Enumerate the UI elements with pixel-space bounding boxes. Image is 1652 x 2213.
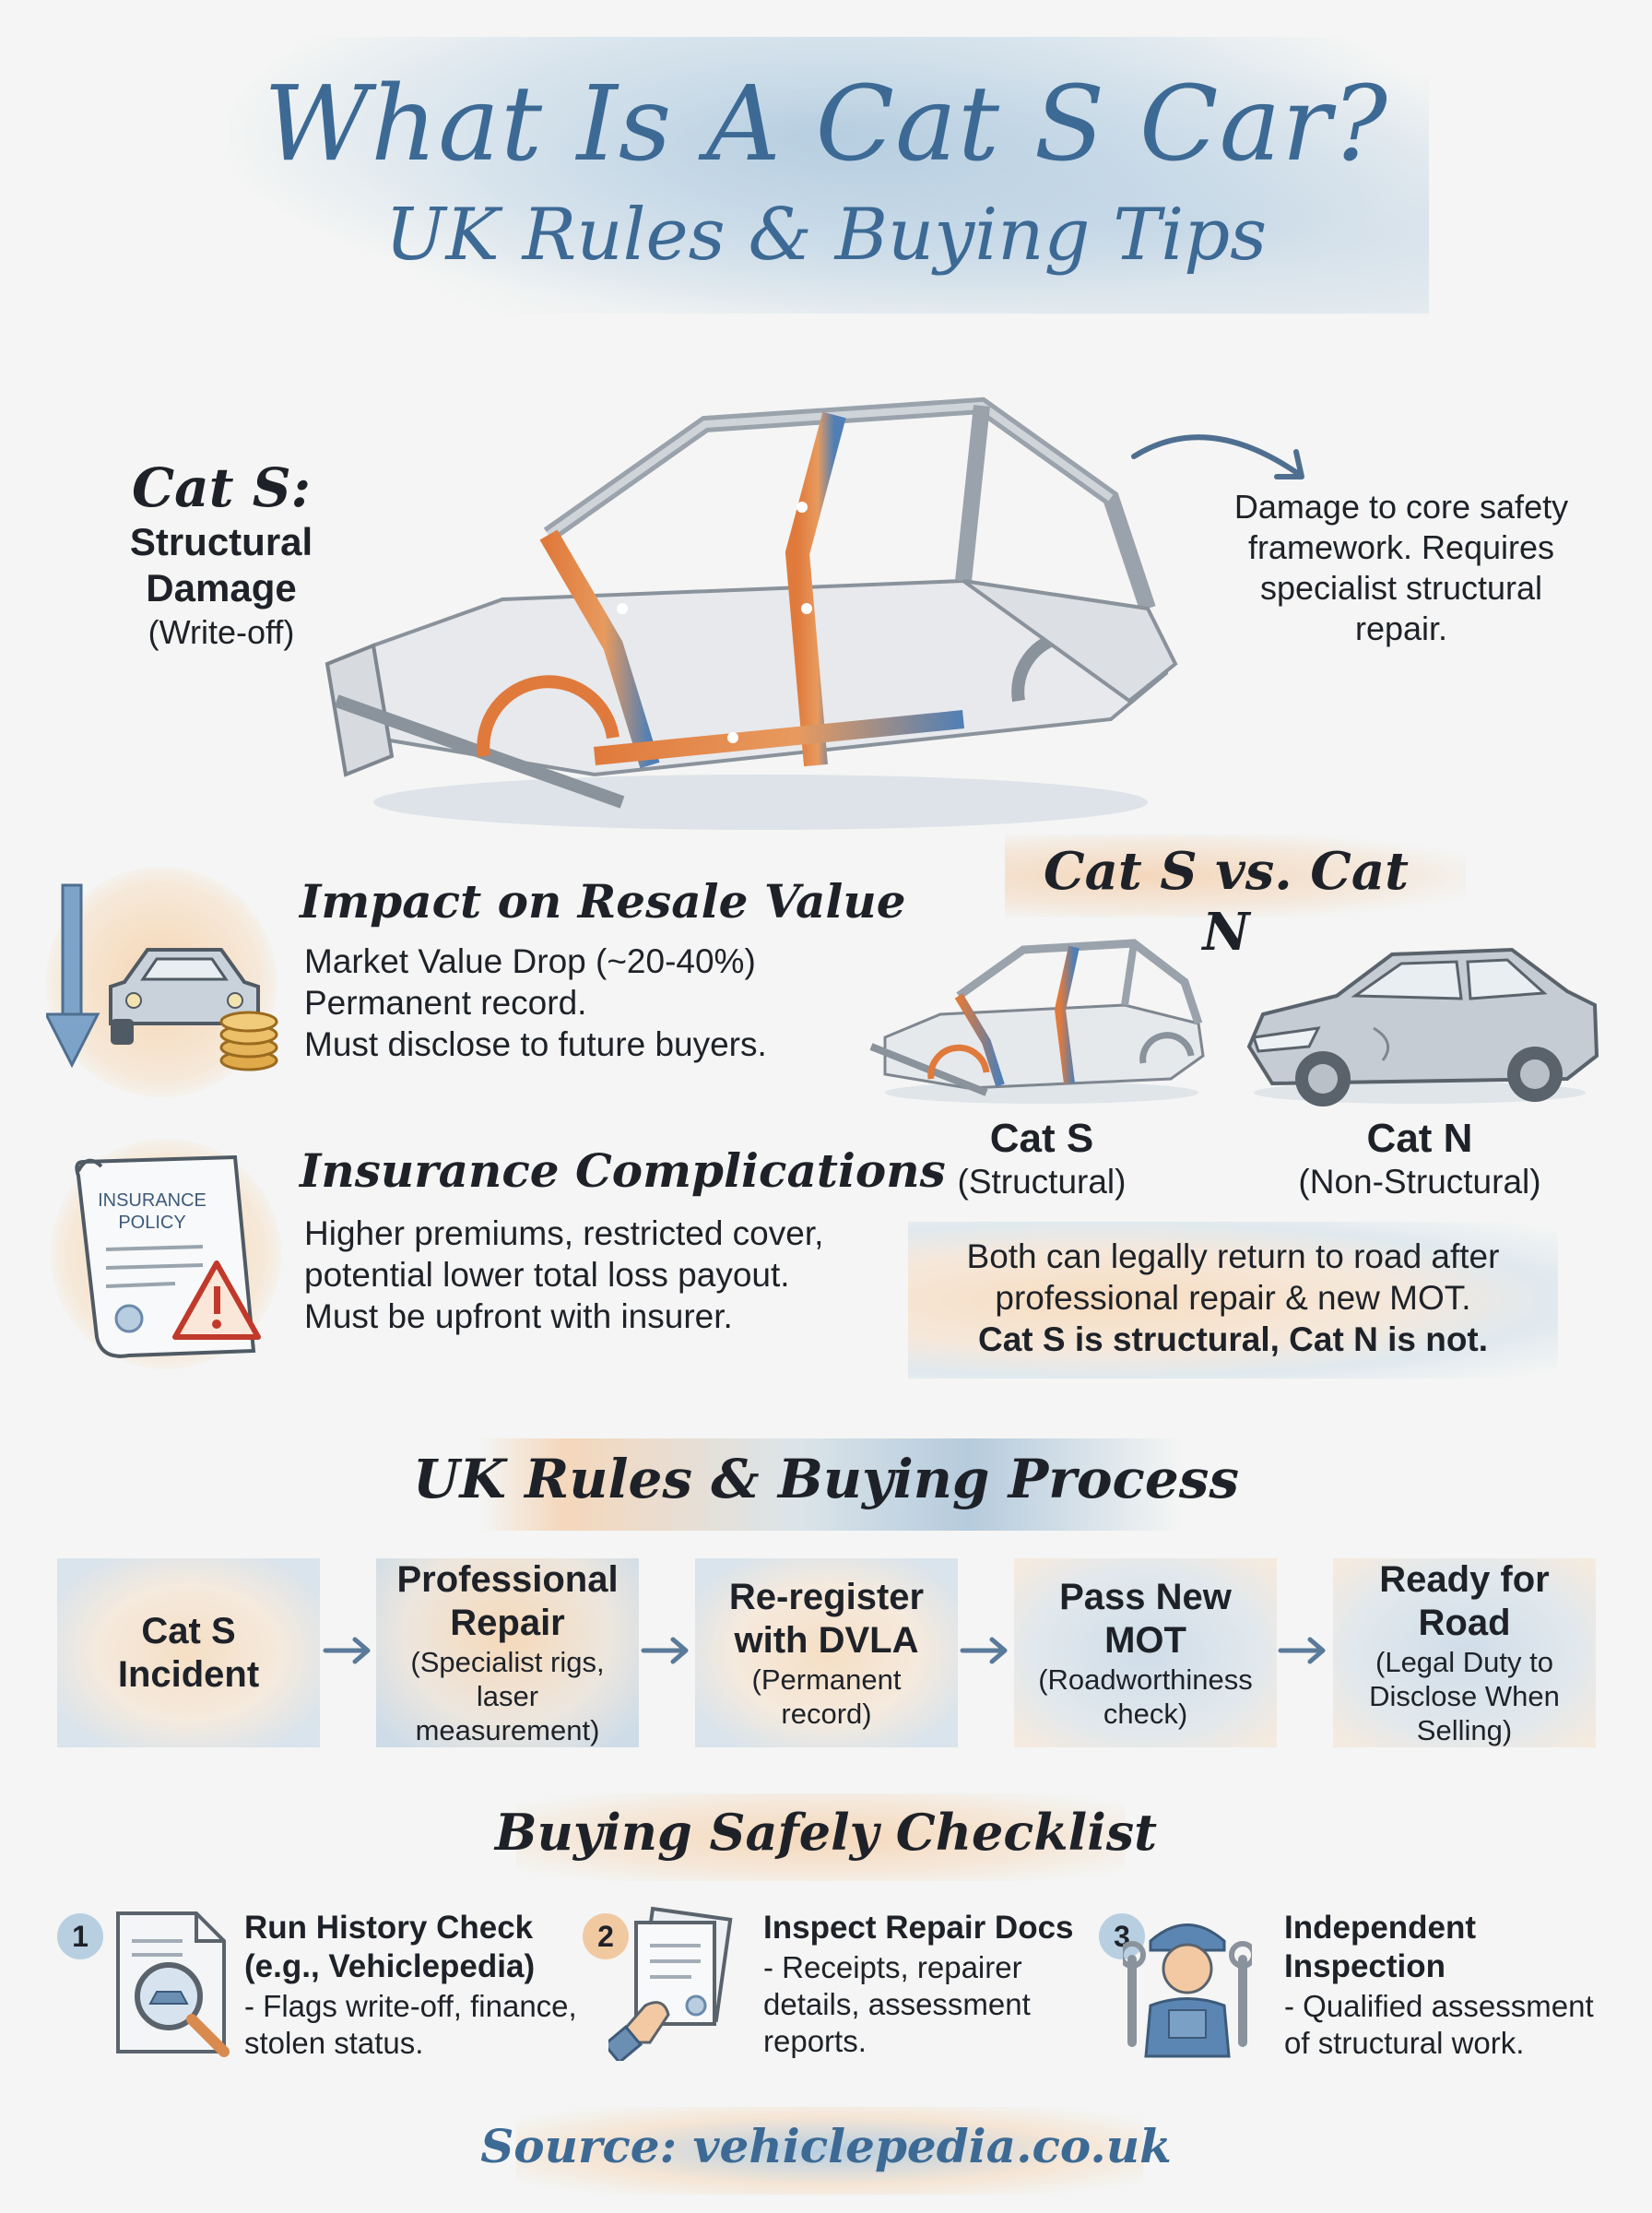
arrow-right-icon [323,1637,371,1664]
structural-damage-description: Damage to core safety framework. Require… [1233,488,1569,647]
step-detail: (Permanent record) [751,1663,902,1730]
process-step-repair: Professional Repair (Specialist rigs, la… [376,1558,639,1747]
checklist-title-wash [516,1793,1125,1881]
resale-details: Market Value Drop (~20-40%) Permanent re… [304,941,767,1065]
car-frame-illustration [324,396,1178,830]
step-title: Professional Repair [396,1559,619,1643]
checklist-item-body: - Receipts, repairer details, assessment… [763,1950,1031,2058]
insurance-line: potential lower total loss payout. [304,1256,790,1294]
comparison-note-wash [908,1222,1558,1379]
arrow-right-icon [641,1637,689,1664]
cat-s-note: (Write-off) [148,613,295,651]
step-detail: (Specialist rigs, laser measurement) [410,1646,605,1746]
checklist-number: 2 [583,1913,629,1959]
checklist-item-title: Independent Inspection [1284,1910,1477,1984]
insurance-title: Insurance Complications [300,1143,946,1198]
process-step-incident: Cat S Incident [57,1558,320,1747]
arrow-right-icon [1278,1637,1326,1664]
cat-s-car-frame-icon [869,939,1205,1104]
cat-n-car-icon [1246,947,1599,1106]
cat-s-name: Cat S [989,1116,1094,1161]
checklist-number: 3 [1099,1913,1145,1959]
policy-icon-text: INSURANCE [98,1190,206,1211]
step-title: Pass New MOT [1059,1576,1232,1661]
comparison-note-line: professional repair & new MOT. [995,1279,1471,1317]
process-step-ready: Ready for Road (Legal Duty to Disclose W… [1333,1558,1596,1747]
cat-s-heading: Cat S: [131,456,312,519]
checklist-item-title: Inspect Repair Docs [763,1910,1074,1946]
process-step-mot: Pass New MOT (Roadworthiness check) [1014,1558,1277,1747]
cat-s-definition: Cat S: Structural Damage (Write-off) [92,456,350,654]
insurance-line: Higher premiums, restricted cover, [304,1214,824,1252]
checklist-number: 1 [57,1913,103,1959]
step-detail: (Roadworthiness check) [1038,1663,1253,1730]
step-title: Ready for Road [1379,1559,1550,1643]
resale-line: Permanent record. [304,984,587,1022]
cat-n-name: Cat N [1366,1116,1473,1161]
step-title: Re-register with DVLA [728,1576,925,1661]
insurance-line: Must be upfront with insurer. [304,1297,733,1335]
arrow-right-icon [960,1637,1008,1664]
source-credit: Source: vehiclepedia.co.uk [480,2119,1172,2173]
process-step-reregister: Re-register with DVLA (Permanent record) [695,1558,958,1747]
cat-s-type: (Structural) [957,1163,1127,1201]
checklist-title: Buying Safely Checklist [494,1803,1158,1862]
checklist-item-body: - Flags write-off, finance, stolen statu… [244,1989,577,2060]
value-drop-icon [46,883,278,1071]
cat-n-label: Cat N (Non-Structural) [1263,1116,1576,1202]
step-title: Cat S Incident [117,1610,260,1695]
policy-icon-text: POLICY [118,1213,185,1233]
title-watercolor-wash [230,37,1429,314]
comparison-note-line: Both can legally return to road after [966,1237,1500,1275]
mechanic-icon [1123,1923,1252,2058]
insurance-details: Higher premiums, restricted cover, poten… [304,1213,823,1337]
checklist-item-body: - Qualified assessment of structural wor… [1284,1989,1594,2060]
curved-arrow-icon [1131,434,1304,479]
comparison-title-wash [1005,834,1466,917]
cat-s-label: Cat S (Structural) [903,1116,1180,1202]
checklist-item-title: Run History Check (e.g., Vehiclepedia) [244,1910,536,1984]
process-title: UK Rules & Buying Process [412,1448,1240,1510]
insurance-policy-icon: INSURANCE POLICY [75,1154,261,1358]
cat-n-type: (Non-Structural) [1298,1163,1541,1201]
page-title: What Is A Cat S Car? [264,65,1388,184]
source-wash [516,2107,1143,2195]
history-check-icon [116,1911,230,2057]
comparison-title: Cat S vs. Cat N [1044,841,1409,963]
documents-icon [608,1906,733,2061]
comparison-note: Both can legally return to road after pr… [913,1236,1553,1360]
step-detail: (Legal Duty to Disclose When Selling) [1369,1646,1560,1746]
resale-title: Impact on Resale Value [300,874,906,929]
resale-line: Market Value Drop (~20-40%) [304,942,756,980]
resale-line: Must disclose to future buyers. [304,1025,767,1063]
page-subtitle: UK Rules & Buying Tips [384,194,1268,277]
process-title-wash [479,1438,1180,1531]
cat-s-subheading: Structural Damage [129,520,313,609]
comparison-note-emphasis: Cat S is structural, Cat N is not. [977,1320,1489,1358]
